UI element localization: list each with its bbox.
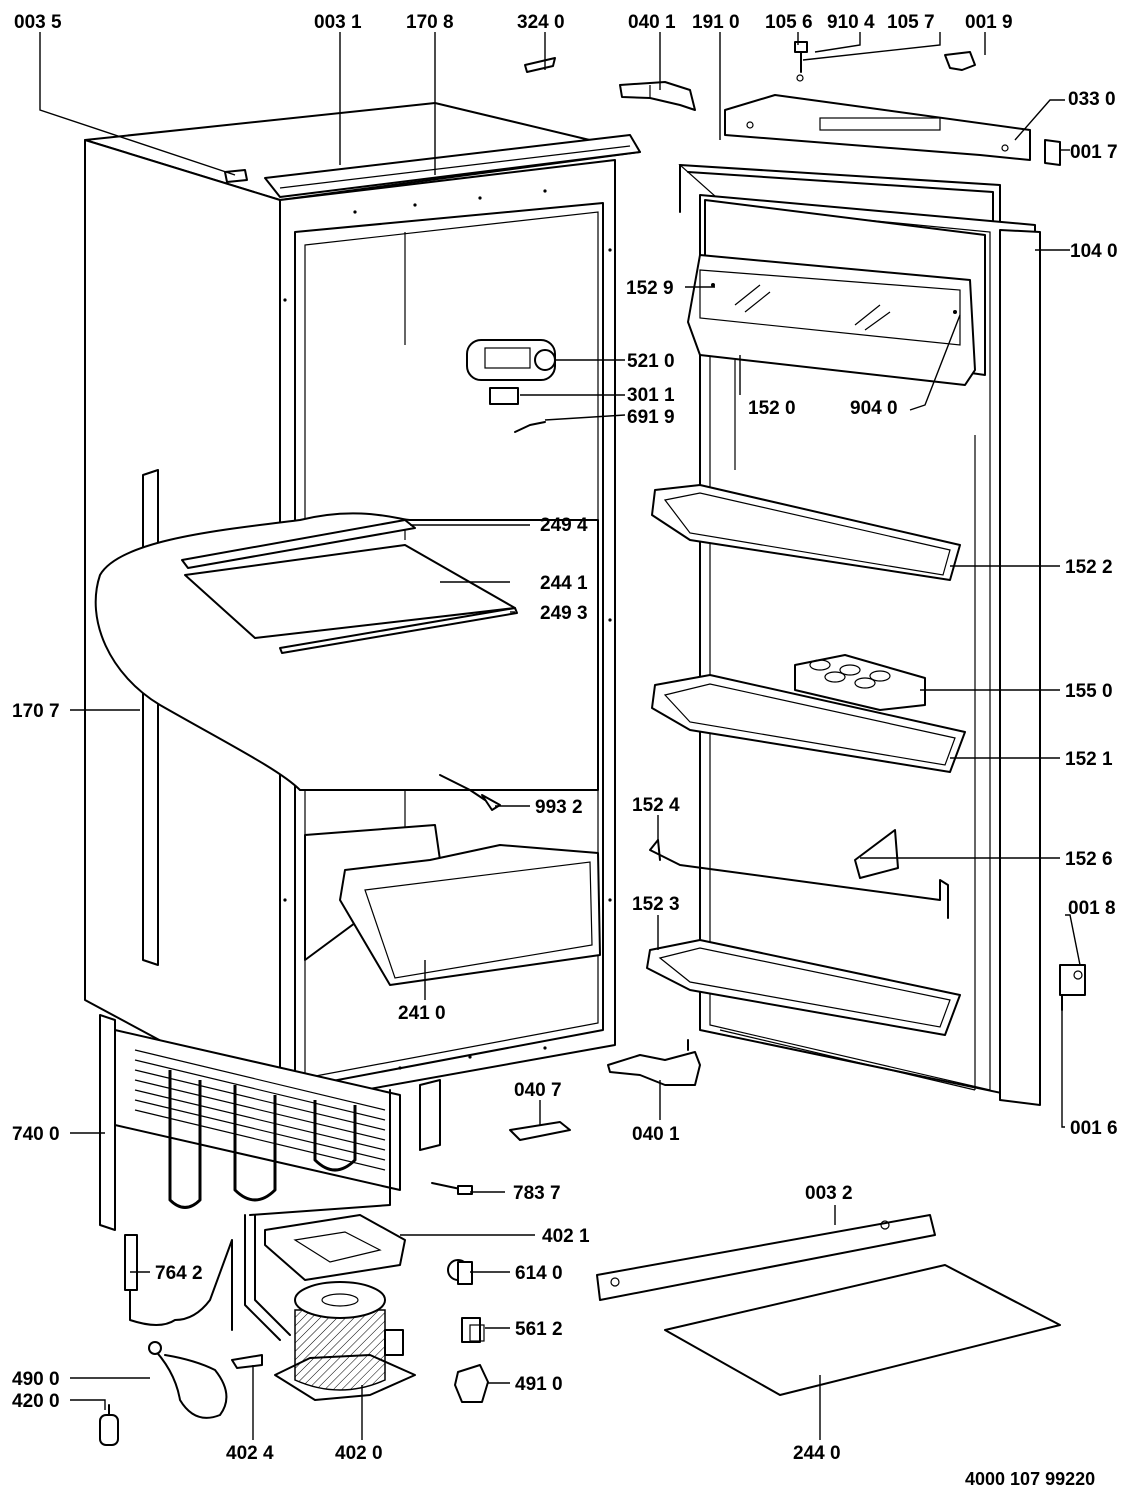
label-324-0: 324 0 — [517, 12, 565, 33]
clip-0035 — [224, 169, 248, 183]
relay-6140 — [447, 1259, 473, 1285]
label-402-1: 402 1 — [542, 1226, 590, 1247]
bottle-retainer — [649, 839, 949, 919]
back-bracket — [419, 1079, 441, 1151]
label-904-0: 904 0 — [850, 398, 898, 419]
label-170-7: 170 7 — [12, 701, 60, 722]
label-001-9: 001 9 — [965, 12, 1013, 33]
base-plate — [596, 1214, 936, 1301]
overload-5612 — [461, 1317, 485, 1343]
label-033-0: 033 0 — [1068, 89, 1116, 110]
label-152-9: 152 9 — [626, 278, 674, 299]
label-241-0: 241 0 — [398, 1003, 446, 1024]
label-614-0: 614 0 — [515, 1263, 563, 1284]
sensor-9932 — [439, 774, 486, 801]
label-105-6: 105 6 — [765, 12, 813, 33]
crisper-drawer — [304, 824, 601, 986]
label-040-1-bottom: 040 1 — [632, 1124, 680, 1145]
leader-lines — [39, 32, 1081, 1440]
label-244-0: 244 0 — [793, 1443, 841, 1464]
label-003-2: 003 2 — [805, 1183, 853, 1204]
label-191-0: 191 0 — [692, 12, 740, 33]
label-001-6: 001 6 — [1070, 1118, 1118, 1139]
hinge-top-left — [619, 81, 696, 111]
label-155-0: 155 0 — [1065, 681, 1113, 702]
door — [678, 164, 1041, 1106]
label-003-5: 003 5 — [14, 12, 62, 33]
sensor-6919 — [514, 421, 546, 433]
shelf-trim-2493 — [279, 607, 518, 654]
door-shelf-1523 — [646, 939, 961, 1036]
label-691-9: 691 9 — [627, 407, 675, 428]
label-152-1: 152 1 — [1065, 749, 1113, 770]
dairy-compartment — [687, 199, 986, 386]
label-249-3: 249 3 — [540, 603, 588, 624]
label-152-2: 152 2 — [1065, 557, 1113, 578]
label-561-2: 561 2 — [515, 1319, 563, 1340]
label-910-4: 910 4 — [827, 12, 875, 33]
top-hinge-plate — [724, 94, 1061, 166]
label-490-0: 490 0 — [12, 1369, 60, 1390]
label-003-1: 003 1 — [314, 12, 362, 33]
label-783-7: 783 7 — [513, 1183, 561, 1204]
label-740-0: 740 0 — [12, 1124, 60, 1145]
thermostat-housing — [466, 339, 556, 381]
label-3011 — [489, 387, 519, 405]
capillary-tube — [129, 1234, 233, 1331]
cover-4910 — [454, 1364, 489, 1403]
label-001-8: 001 8 — [1068, 898, 1116, 919]
hinge-screw — [794, 41, 808, 82]
label-040-7: 040 7 — [514, 1080, 562, 1101]
compartment-flap — [687, 254, 976, 386]
shelf-trim-2494 — [181, 519, 416, 569]
drawing-reference-code: 4000 107 99220 — [965, 1469, 1095, 1489]
glass-shelf-2441 — [181, 519, 518, 654]
power-cable — [149, 1344, 228, 1419]
capacitor — [99, 1404, 119, 1446]
drip-tray — [264, 1214, 406, 1281]
label-152-6: 152 6 — [1065, 849, 1113, 870]
door-shelf-1522 — [651, 484, 961, 581]
compressor — [274, 1281, 416, 1401]
label-152-3: 152 3 — [632, 894, 680, 915]
door-shelf-1521 — [651, 674, 966, 773]
door-edge — [999, 229, 1041, 1106]
glass-shelf-2440 — [664, 1264, 1061, 1396]
label-521-0: 521 0 — [627, 351, 675, 372]
hinge-bottom — [607, 1039, 701, 1086]
label-249-4: 249 4 — [540, 515, 588, 536]
label-152-0: 152 0 — [748, 398, 796, 419]
part-labels: 003 5 003 1 170 8 324 0 040 1 191 0 105 … — [12, 12, 1118, 1489]
door-hinge-right — [1059, 964, 1086, 1011]
label-402-0: 402 0 — [335, 1443, 383, 1464]
label-301-1: 301 1 — [627, 385, 675, 406]
label-420-0: 420 0 — [12, 1391, 60, 1412]
egg-tray — [794, 654, 926, 711]
label-105-7: 105 7 — [887, 12, 935, 33]
label-993-2: 993 2 — [535, 797, 583, 818]
cover-0017 — [1044, 139, 1061, 166]
bottle-divider — [854, 829, 899, 879]
label-104-0: 104 0 — [1070, 241, 1118, 262]
label-402-4: 402 4 — [226, 1443, 274, 1464]
label-170-8: 170 8 — [406, 12, 454, 33]
part-3240 — [524, 57, 556, 73]
label-001-7: 001 7 — [1070, 142, 1118, 163]
label-491-0: 491 0 — [515, 1374, 563, 1395]
foot-cover — [509, 1121, 571, 1141]
back-strip-7400 — [99, 1014, 116, 1231]
part-0019 — [944, 51, 976, 71]
clip-4024 — [231, 1354, 263, 1369]
top-rail — [264, 134, 641, 198]
label-152-4: 152 4 — [632, 795, 680, 816]
label-040-1-top: 040 1 — [628, 12, 676, 33]
label-244-1: 244 1 — [540, 573, 588, 594]
label-764-2: 764 2 — [155, 1263, 203, 1284]
